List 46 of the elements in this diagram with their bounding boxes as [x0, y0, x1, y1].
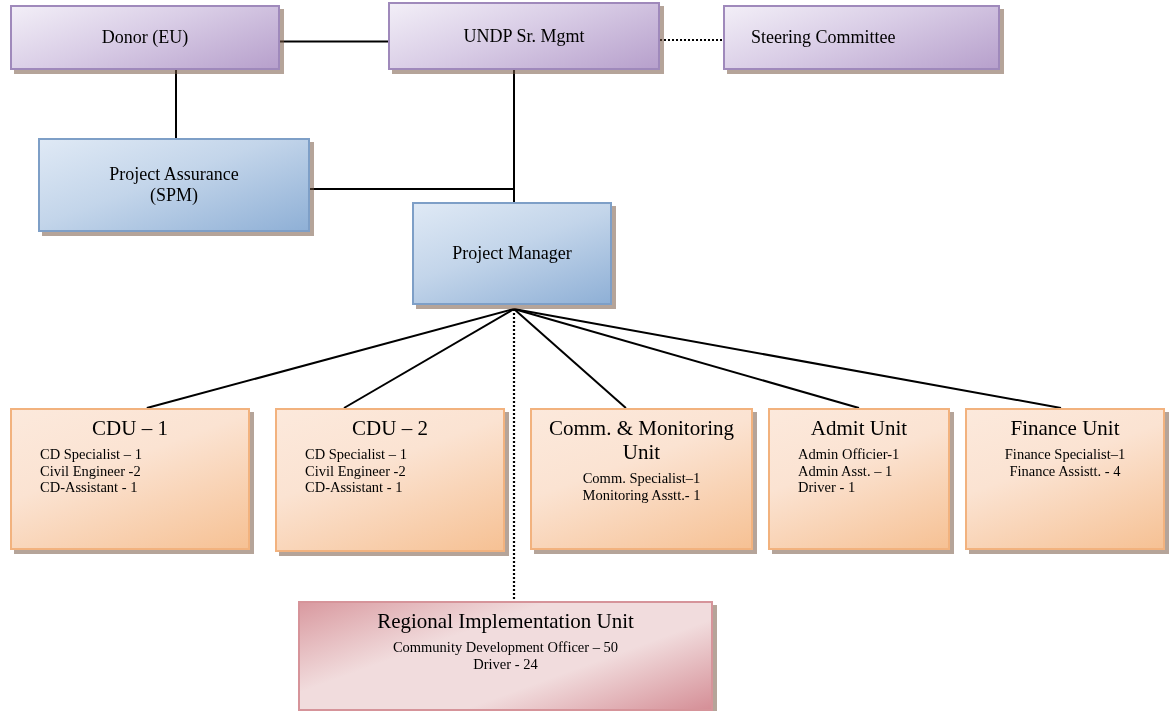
connector-line: [279, 40, 389, 43]
unit-title: CDU – 1: [92, 416, 168, 441]
connector-line: [513, 308, 627, 409]
unit-title: Project Manager: [452, 243, 572, 264]
staff-line: CD-Assistant - 1: [305, 479, 403, 497]
staff-line: Admin Officier-1: [798, 446, 900, 463]
org-box: [10, 408, 250, 550]
unit-title: Donor (EU): [101, 27, 189, 48]
staff-line: Finance Specialist–1: [1004, 446, 1126, 463]
staff-line: Comm. Specialist–1: [582, 470, 701, 487]
unit-title: CDU – 2: [352, 416, 428, 441]
staff-line: Driver - 24: [473, 655, 538, 673]
staff-line: Monitoring Asstt.- 1: [582, 486, 701, 504]
connector-line: [513, 308, 860, 409]
connector-line: [175, 69, 177, 139]
staff-line: Civil Engineer -2: [40, 462, 141, 480]
org-box: [530, 408, 753, 550]
org-box: [388, 2, 660, 70]
connector-line: [309, 188, 515, 203]
staff-line: CD-Assistant - 1: [40, 479, 138, 497]
connector-line: [145, 308, 515, 409]
org-box: [965, 408, 1165, 550]
connector-line: [512, 309, 516, 601]
unit-title: Finance Unit: [1010, 416, 1120, 441]
staff-line: CD Specialist – 1: [305, 446, 407, 463]
connector-line: [513, 308, 1062, 409]
org-box: [275, 408, 505, 552]
unit-title: Comm. & Monitoring Unit: [548, 416, 735, 465]
unit-title: Regional Implementation Unit: [377, 609, 634, 634]
staff-line: Admin Asst. – 1: [798, 462, 893, 480]
staff-line: CD Specialist – 1: [40, 446, 142, 463]
unit-title: Admit Unit: [810, 416, 908, 441]
staff-line: Driver - 1: [798, 479, 856, 497]
org-box: [38, 138, 310, 232]
staff-line: Community Development Officer – 50: [392, 639, 619, 656]
org-box: [298, 601, 713, 711]
staff-line: Civil Engineer -2: [305, 462, 406, 480]
org-box: [10, 5, 280, 70]
staff-line: Finance Assistt. - 4: [1009, 462, 1121, 480]
org-box: [412, 202, 612, 305]
org-box: [723, 5, 1000, 70]
connector-line: [343, 308, 515, 409]
org-box: [768, 408, 950, 550]
unit-title: UNDP Sr. Mgmt: [463, 25, 585, 47]
unit-title: Project Assurance (SPM): [108, 164, 240, 206]
unit-title: Steering Committee: [751, 27, 896, 48]
